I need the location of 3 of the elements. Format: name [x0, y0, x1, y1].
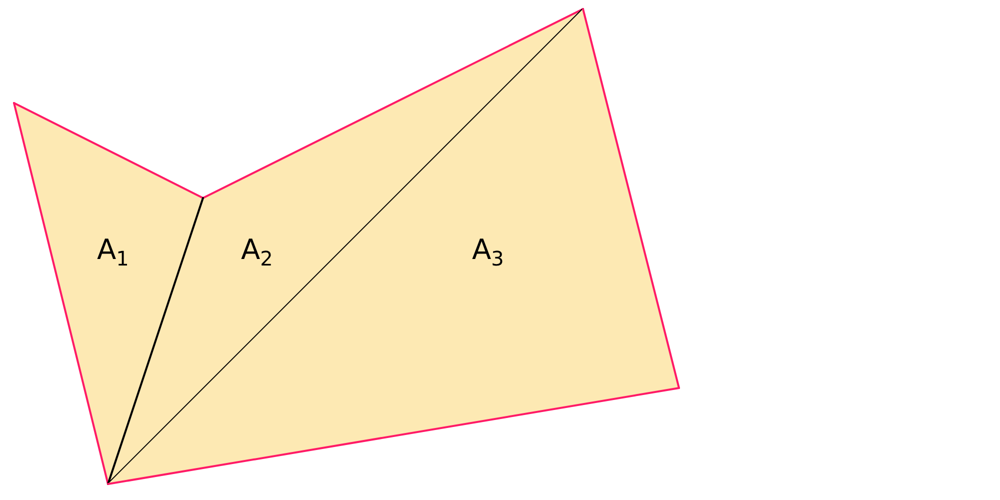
area-label: A$_{2}$	[241, 236, 273, 269]
area-label: A$_{1}$	[97, 236, 129, 269]
area-label: A$_{3}$	[472, 236, 504, 269]
